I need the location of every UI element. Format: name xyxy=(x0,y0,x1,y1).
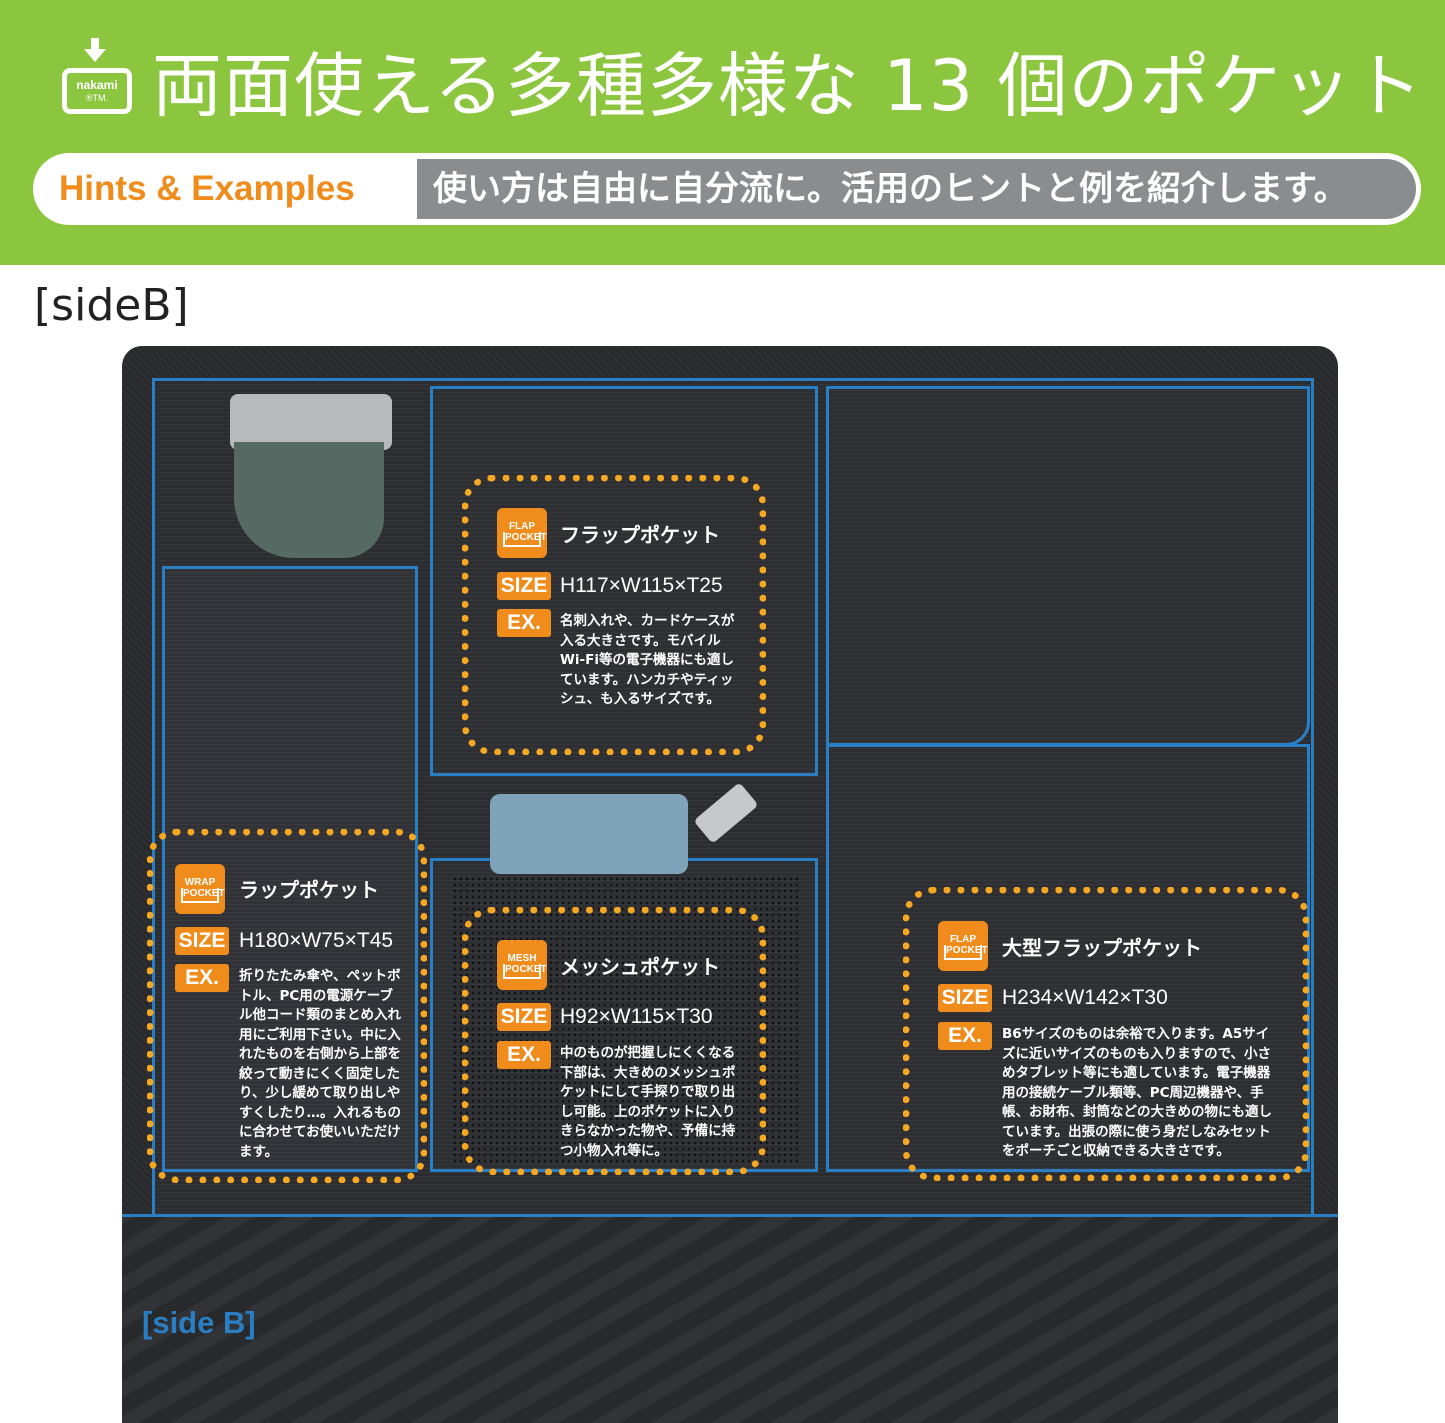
hint-description: 使い方は自由に自分流に。活用のヒントと例を紹介します。 xyxy=(417,159,1416,219)
badge-line1: WRAP xyxy=(184,877,216,888)
mesh-size-value: H92×W115×T30 xyxy=(560,1005,713,1028)
badge-line2: POCKET xyxy=(503,532,547,547)
large-flap-size-tag: SIZE xyxy=(938,984,992,1012)
flap-size-value: H117×W115×T25 xyxy=(560,574,723,597)
flap-ex-tag: EX. xyxy=(497,609,551,637)
mesh-pocket-name: メッシュポケット xyxy=(560,955,720,979)
umbrella-image xyxy=(234,442,384,558)
badge-line2: POCKET xyxy=(944,945,988,960)
large-flap-pocket-name: 大型フラップポケット xyxy=(1002,936,1202,960)
mesh-size-tag: SIZE xyxy=(497,1003,551,1031)
side-label: [sideB] xyxy=(34,280,189,331)
flap-example-text: 名刺入れや、カードケースが入る大きさです。モバイルWi-Fi等の電子機器にも適し… xyxy=(560,613,735,707)
flap-pocket-panel xyxy=(430,386,818,776)
wrap-ex-tag: EX. xyxy=(175,964,229,992)
hint-label: Hints & Examples xyxy=(59,169,355,208)
large-flap-pocket-info xyxy=(903,887,1309,1181)
header-banner: nakami ®TM. 両面使える多種多様な 13 個のポケット Hints &… xyxy=(0,0,1445,265)
mesh-example-text: 中のものが把握しにくくなる下部は、大きめのメッシュポケットにして手探りで取り出し… xyxy=(560,1045,736,1159)
wrap-example-text: 折りたたみ傘や、ペットボトル、PC用の電源ケーブル他コード類のまとめ入れ用にご利… xyxy=(239,968,401,1160)
flap-pocket-info xyxy=(462,475,766,755)
organizer-photo: [side B] xyxy=(122,346,1338,1423)
large-flap-example-text: B6サイズのものは余裕で入ります。A5サイズに近いサイズのものも入りますので、小… xyxy=(1002,1026,1272,1159)
mesh-ex-tag: EX. xyxy=(497,1041,551,1069)
mesh-pocket-icon: MESH POCKET xyxy=(497,940,547,990)
mesh-pocket-info xyxy=(462,907,766,1175)
down-arrow-icon xyxy=(84,38,106,62)
badge-line2: POCKET xyxy=(181,888,225,903)
flap-size-tag: SIZE xyxy=(497,572,551,600)
hint-bar: Hints & Examples 使い方は自由に自分流に。活用のヒントと例を紹介… xyxy=(33,153,1421,225)
umbrella-handle-image xyxy=(230,394,392,450)
nakami-logo-icon: nakami ®TM. xyxy=(62,68,132,114)
bottom-flap: [side B] xyxy=(122,1214,1338,1423)
badge-line1: FLAP xyxy=(949,934,977,945)
wrap-size-tag: SIZE xyxy=(175,927,229,955)
power-bank-image xyxy=(490,794,688,874)
flap-pocket-icon: FLAP POCKET xyxy=(497,508,547,558)
large-flap-pocket-icon: FLAP POCKET xyxy=(938,921,988,971)
logo-text: nakami xyxy=(76,78,118,92)
badge-line1: MESH xyxy=(507,953,537,964)
logo-trademark: ®TM. xyxy=(85,93,109,103)
side-b-tag: [side B] xyxy=(142,1305,256,1340)
wrap-size-value: H180×W75×T45 xyxy=(239,929,394,952)
wrap-pocket-info xyxy=(147,829,427,1183)
large-flap-pocket-panel xyxy=(826,386,1310,746)
wrap-pocket-name: ラップポケット xyxy=(239,878,379,902)
flap-pocket-name: フラップポケット xyxy=(560,523,720,547)
large-flap-ex-tag: EX. xyxy=(938,1022,992,1050)
wrap-pocket-icon: WRAP POCKET xyxy=(175,864,225,914)
badge-line1: FLAP xyxy=(508,521,536,532)
large-flap-size-value: H234×W142×T30 xyxy=(1002,986,1168,1009)
page-title: 両面使える多種多様な 13 個のポケット xyxy=(152,45,1424,127)
badge-line2: POCKET xyxy=(503,964,547,979)
